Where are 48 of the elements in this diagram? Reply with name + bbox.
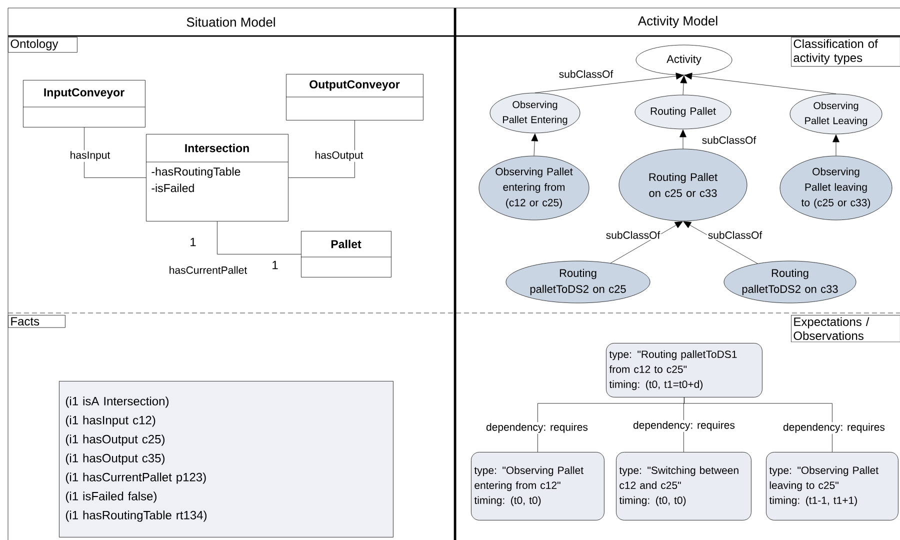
edge-label: dependency: requires — [632, 420, 736, 432]
connector — [684, 72, 836, 94]
edge-label: hasCurrentPallet — [168, 265, 248, 275]
connector — [683, 221, 758, 264]
connector — [288, 120, 355, 178]
connector — [832, 134, 840, 156]
connector — [534, 72, 684, 93]
class-box: Pallet — [300, 231, 392, 278]
connector — [610, 221, 683, 264]
class-box: InputConveyor — [22, 80, 146, 128]
ellipse-node: Routing Pallet on c25 or c33 — [618, 148, 748, 222]
connector — [680, 76, 688, 95]
ellipse-node: Observing Pallet entering from (c12 or c25) — [478, 156, 590, 220]
expectation-box: type: "Routing palletToDS1 from c12 to c25" timing: (t0, t1=t0+d) — [606, 343, 762, 398]
ellipse-node: Routing palletToDS2 on c33 — [724, 260, 856, 304]
panel-tag: Facts — [8, 315, 66, 328]
connector — [84, 127, 146, 178]
connector — [531, 134, 538, 156]
expectation-box: type: "Switching between c12 and c25" timing: (t0, t0) — [616, 452, 752, 520]
facts-box: (i1 isA Intersection) (i1 hasInput c12) (i1 hasOutput c25) (i1 hasOutput c35) (i1 hasCurrentPallet p123) (i1 isFailed false) (i1 hasRoutingTable rt134) — [59, 381, 394, 538]
connector — [680, 130, 686, 149]
panel-tag: Ontology — [8, 37, 78, 53]
edge-label: subClassOf — [558, 69, 614, 79]
class-box: Intersection -hasRoutingTable -isFailed — [146, 134, 288, 222]
panel-tag: Classification of activity types — [791, 37, 900, 67]
edge-label: hasInput — [68, 150, 112, 162]
edge-label: hasOutput — [314, 150, 364, 162]
panel-tag: Expectations / Observations — [791, 315, 900, 342]
edge-label: subClassOf — [700, 135, 758, 145]
expectation-box: type: "Observing Pallet leaving to c25" timing: (t1-1, t1+1) — [766, 452, 898, 520]
edge-label: subClassOf — [706, 230, 764, 240]
panel-heading: Situation Model — [186, 17, 275, 27]
ellipse-node: Observing Pallet Leaving — [790, 94, 882, 134]
expectation-box: type: "Observing Pallet entering from c12" timing: (t0, t0) — [471, 452, 604, 520]
ellipse-node: Routing palletToDS2 on c25 — [506, 260, 650, 304]
edge-label: subClassOf — [604, 230, 662, 240]
multiplicity: 1 — [190, 238, 196, 246]
ellipse-node: Observing Pallet leaving to (c25 or c33) — [780, 156, 892, 220]
ellipse-node: Activity — [636, 44, 732, 76]
panel-heading: Activity Model — [638, 16, 718, 28]
ellipse-node: Routing Pallet — [634, 94, 732, 130]
ellipse-node: Observing Pallet Entering — [490, 92, 580, 134]
multiplicity: 1 — [272, 260, 278, 270]
edge-label: dependency: requires — [782, 422, 886, 434]
edge-label: dependency: requires — [485, 422, 589, 434]
class-box: OutputConveyor — [286, 74, 424, 120]
connector — [217, 221, 302, 254]
connector — [684, 397, 832, 452]
